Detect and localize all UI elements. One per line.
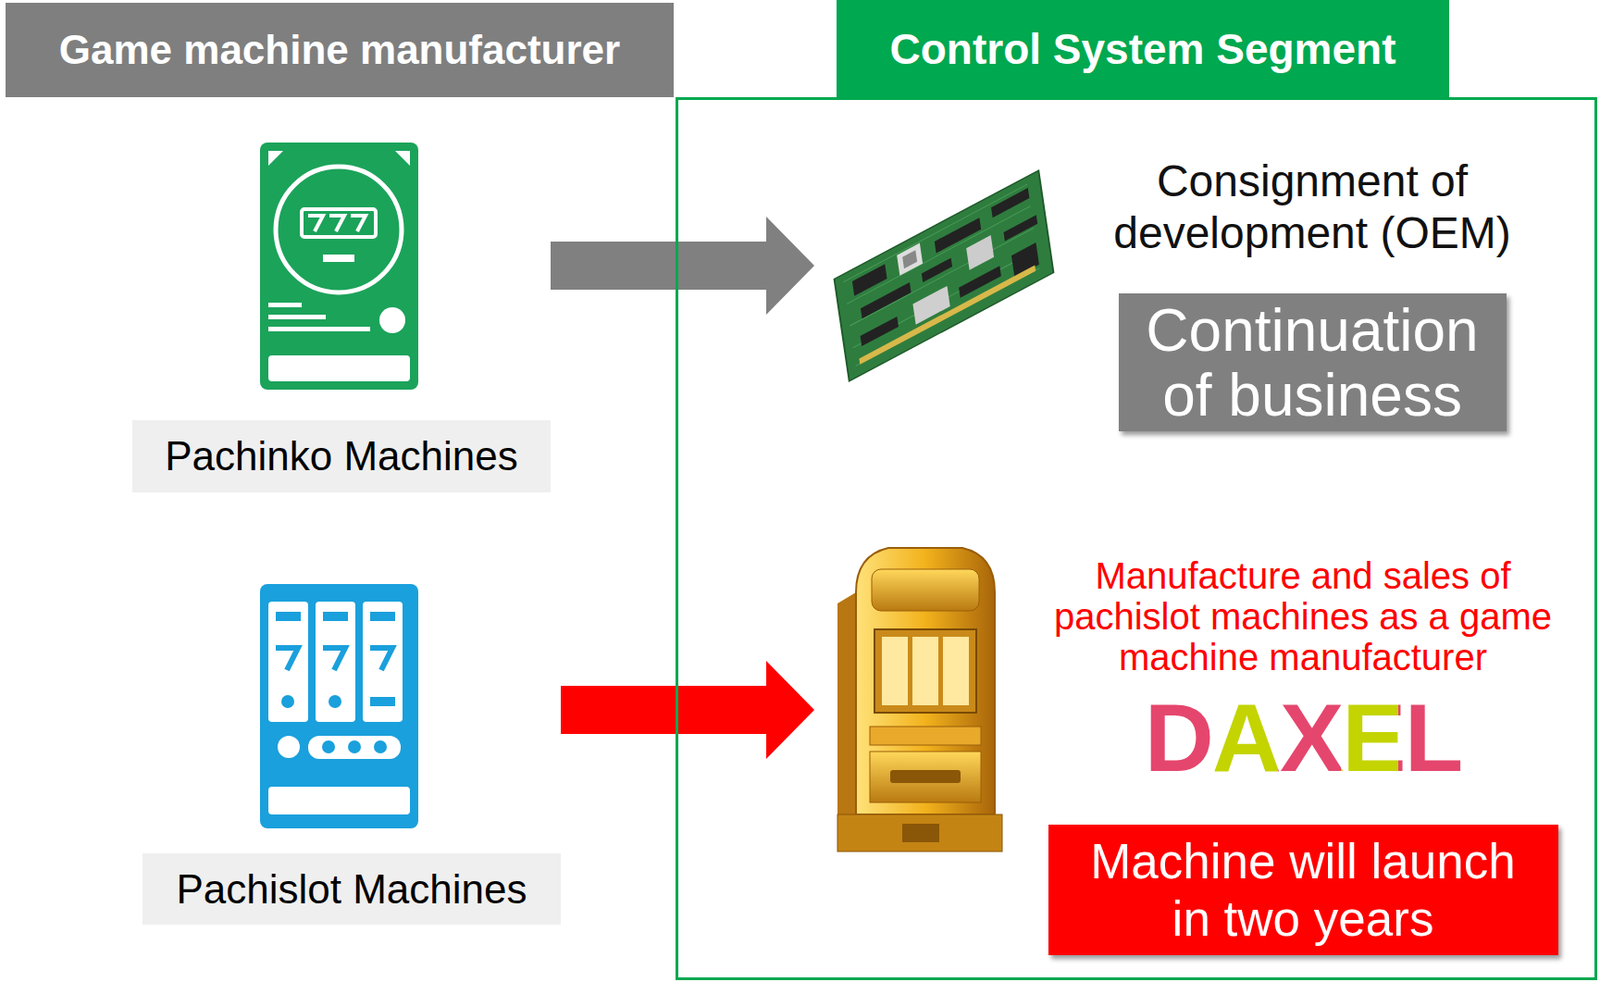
pachislot-icon-part <box>373 740 387 754</box>
block-arrow <box>560 660 815 759</box>
circuit-board-part <box>1003 214 1038 241</box>
pachislot-icon-part <box>322 611 348 621</box>
node-text: Pachinko Machines <box>132 420 551 493</box>
brand-logo: DAXEL <box>1144 688 1462 788</box>
launch-box: Machine will launch in two years <box>1048 824 1559 956</box>
node-text: Game machine manufacturer <box>59 26 621 74</box>
circuit-board-part <box>958 265 1002 298</box>
block-arrow <box>550 216 815 315</box>
pachislot-icon-part <box>370 696 396 707</box>
pachislot-cabinet-part <box>890 769 961 783</box>
node-text: Control System Segment <box>836 0 1450 98</box>
pachislot-icon-part <box>322 740 335 754</box>
pachinko-icon-part <box>268 314 326 320</box>
pachinko-icon-part <box>268 326 371 332</box>
circuit-board-part <box>902 249 918 269</box>
pachislot-icon-part <box>370 611 396 621</box>
pachinko-icon-part <box>322 254 355 262</box>
pachislot-cabinet-part <box>837 814 1003 852</box>
node-text: Continuation of business <box>1137 297 1489 428</box>
circuit-board-part <box>834 170 1055 382</box>
circuit-board-part <box>858 265 1036 365</box>
pachislot-cabinet <box>837 547 1003 852</box>
pachislot-icon-part <box>347 740 361 754</box>
pachislot-icon-part <box>275 611 301 621</box>
circuit-board-part <box>966 235 994 271</box>
pachislot-cabinet-part <box>855 547 995 815</box>
header-band: Game machine manufacturer <box>5 2 674 98</box>
pachinko-icon <box>260 142 419 390</box>
circuit-board-part <box>896 243 923 276</box>
pachinko-icon-part <box>395 150 410 166</box>
pachislot-icon-part <box>277 735 300 758</box>
pachislot-icon-part <box>308 735 401 759</box>
status-box: Continuation of business <box>1118 293 1507 432</box>
pachinko-icon-part <box>268 355 410 382</box>
oem-group: Consignment of development (OEM) Continua… <box>814 152 1583 440</box>
pachislot-cabinet-part <box>902 823 940 843</box>
node-text: Consignment of development (OEM) <box>1071 155 1553 260</box>
circuit-board-part <box>991 187 1030 218</box>
pachinko-icon-part <box>308 215 366 232</box>
pachinko-icon-part <box>301 209 376 237</box>
pachislot-cabinet-part <box>942 636 969 706</box>
pachislot-cabinet-part <box>869 726 981 745</box>
pachinko-icon-part <box>268 302 302 308</box>
pachinko-icon-part <box>275 166 402 293</box>
machine-type-box: Pachinko Machines <box>132 142 551 493</box>
pachislot-cabinet-part <box>871 569 980 611</box>
node-text: Manufacture and sales of pachislot machi… <box>1025 555 1581 678</box>
maker-group: Manufacture and sales of pachislot machi… <box>814 536 1583 972</box>
pachinko-icon-part <box>268 150 284 166</box>
pachislot-icon <box>260 583 419 829</box>
pachislot-cabinet-part <box>869 751 981 803</box>
pachislot-icon-part <box>281 694 295 708</box>
circuit-board <box>834 170 1055 382</box>
pachislot-cabinet-part <box>912 636 939 706</box>
circuit-board-part <box>852 263 888 297</box>
circuit-board-part <box>843 184 1041 366</box>
machine-type-box: Pachislot Machines <box>142 583 561 925</box>
pachislot-icon-part <box>260 583 419 829</box>
segment-frame: Control System SegmentConsignment of dev… <box>675 97 1598 980</box>
pachislot-cabinet-part <box>837 592 856 819</box>
pachislot-cabinet-part <box>881 636 908 706</box>
pachinko-icon-part <box>379 307 406 334</box>
pachislot-icon-part <box>268 786 410 815</box>
pachislot-cabinet-part <box>874 629 977 713</box>
pachislot-icon-part <box>328 694 342 708</box>
pachislot-icon-part <box>275 647 393 670</box>
node-text: Pachislot Machines <box>142 853 561 925</box>
pachinko-icon-part <box>260 142 419 390</box>
node-text: Machine will launch in two years <box>1076 832 1531 948</box>
circuit-board-part <box>860 282 912 319</box>
circuit-board-part <box>921 258 953 283</box>
